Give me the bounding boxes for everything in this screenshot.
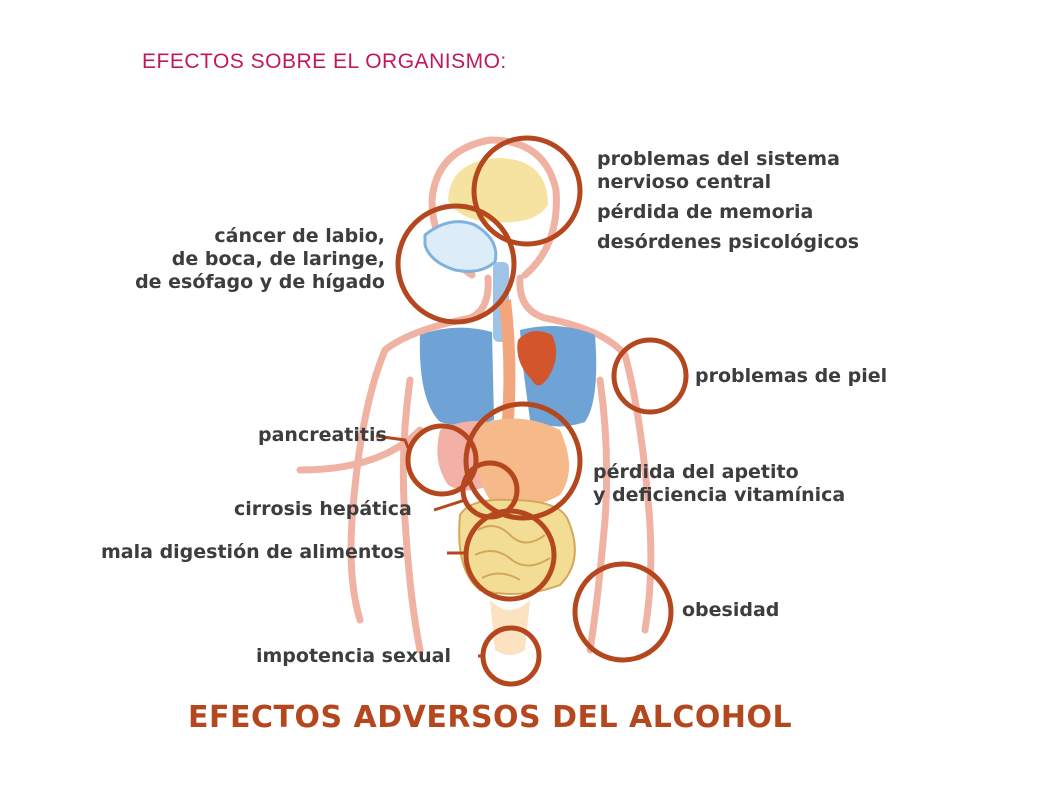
circle-mouth bbox=[395, 203, 517, 325]
footer-title: EFECTOS ADVERSOS DEL ALCOHOL bbox=[188, 700, 793, 735]
label-memory-loss: pérdida de memoria bbox=[597, 201, 814, 223]
label-nervous-system-line-2: nervioso central bbox=[597, 171, 772, 193]
left-lung-shape bbox=[419, 327, 494, 426]
leader-cirrhosis bbox=[433, 498, 466, 512]
circle-intestine bbox=[463, 508, 557, 602]
label-nervous-system-line-1: problemas del sistema bbox=[597, 148, 840, 170]
label-cancer-line-2: de boca, de laringe, bbox=[171, 248, 385, 270]
circle-obesity bbox=[572, 561, 674, 663]
intestine-loops bbox=[474, 525, 551, 581]
circle-pancreas bbox=[405, 423, 479, 497]
label-psych-disorders: desórdenes psicológicos bbox=[597, 231, 860, 253]
highlight-circles bbox=[395, 135, 689, 687]
circle-stomach bbox=[463, 401, 583, 521]
label-cirrhosis: cirrosis hepática bbox=[234, 498, 412, 520]
label-obesity: obesidad bbox=[682, 599, 780, 621]
label-cancer-line-1: cáncer de labio, bbox=[214, 225, 385, 247]
brain-shape bbox=[448, 158, 548, 223]
slide-heading: EFECTOS SOBRE EL ORGANISMO: bbox=[142, 50, 507, 73]
label-appetite-line-1: pérdida del apetito bbox=[593, 461, 799, 483]
label-digestion: mala digestión de alimentos bbox=[101, 541, 405, 563]
label-appetite: pérdida del apetito y deficiencia vitamí… bbox=[593, 461, 845, 507]
heart-shape bbox=[517, 331, 557, 386]
mouth-throat-shape bbox=[423, 220, 498, 273]
leader-lines bbox=[375, 434, 484, 658]
label-cancer: cáncer de labio, de boca, de laringe, de… bbox=[100, 225, 385, 294]
label-skin: problemas de piel bbox=[695, 365, 888, 387]
label-nervous-system: problemas del sistema nervioso central bbox=[597, 148, 840, 194]
label-impotence: impotencia sexual bbox=[256, 645, 451, 667]
label-pancreatitis: pancreatitis bbox=[258, 424, 387, 446]
leader-pancreatitis bbox=[375, 434, 412, 453]
esophagus-shape bbox=[499, 299, 516, 421]
label-cancer-line-3: de esófago y de hígado bbox=[135, 271, 385, 293]
circle-brain bbox=[471, 135, 583, 247]
circle-skin bbox=[611, 337, 689, 415]
body-outline bbox=[296, 136, 655, 654]
label-appetite-line-2: y deficiencia vitamínica bbox=[593, 484, 846, 506]
stomach-shape bbox=[475, 418, 569, 507]
